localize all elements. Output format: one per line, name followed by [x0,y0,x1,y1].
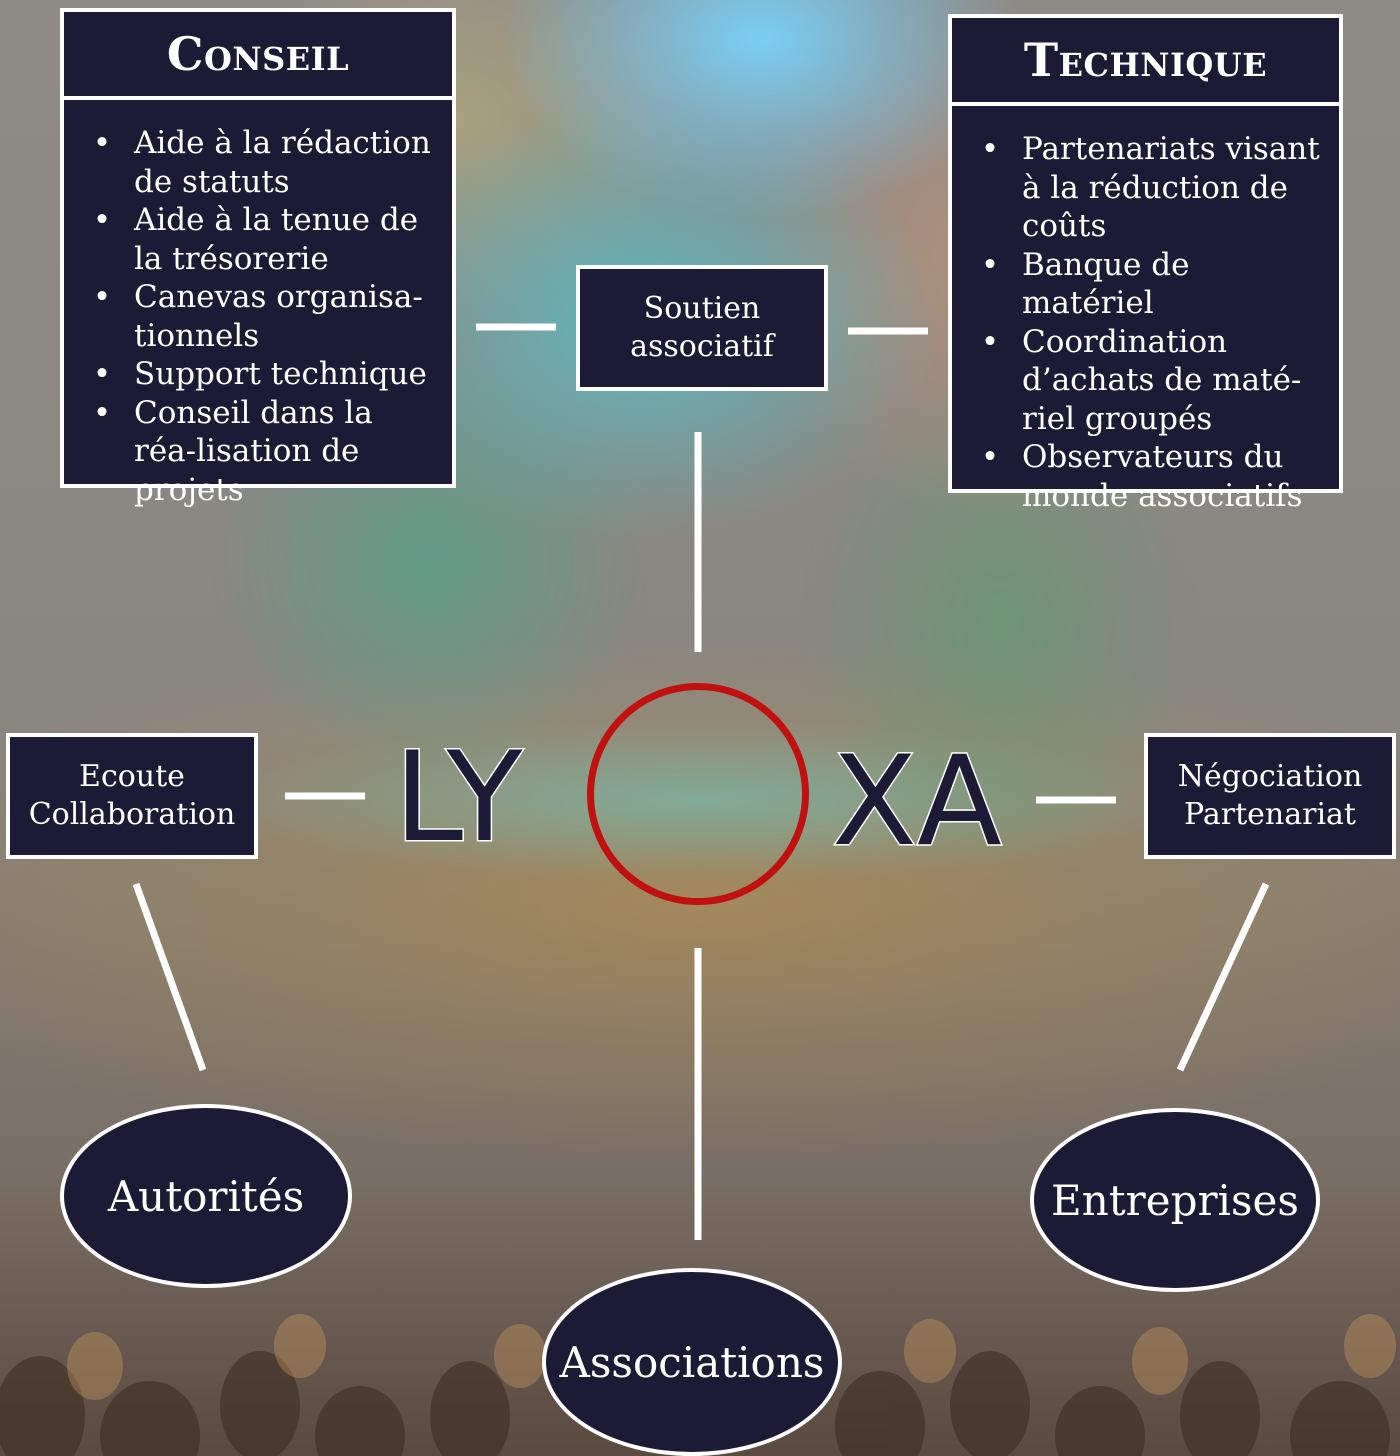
bullet-icon: • [980,323,1000,360]
bullet-icon: • [92,394,112,431]
ecoute-line-2: Collaboration [28,797,236,832]
negociation-partenariat-box: Négociation Partenariat [1144,733,1396,859]
list-item: •Coordination d’achats de maté-riel grou… [980,323,1302,437]
conseil-list: •Aide à la rédaction de statuts •Aide à … [64,100,452,509]
technique-panel: Technique •Partenariats visant à la rédu… [948,14,1343,514]
list-item: •Conseil dans la réa-lisation de projets [92,394,373,508]
soutien-line-1: Soutien [643,291,761,326]
logo-left-letters: LY [392,726,523,870]
ecoute-collaboration-box: Ecoute Collaboration [6,733,258,859]
bullet-icon: • [92,356,112,392]
associations-oval: Associations [542,1268,842,1456]
ecoute-line-1: Ecoute [79,759,185,794]
list-item: •Banque de matériel [980,246,1190,322]
list-item: •Support technique [92,356,427,392]
autorites-oval: Autorités [60,1104,352,1288]
list-item: •Observateurs du monde associatifs [980,439,1303,514]
conseil-title: Conseil [64,12,452,100]
soutien-line-2: associatif [630,329,774,364]
negociation-line-1: Négociation [1177,759,1363,794]
list-item: •Canevas organisa-tionnels [92,279,423,354]
soutien-associatif-box: Soutien associatif [576,265,828,391]
list-item: •Aide à la tenue de la trésorerie [92,202,419,277]
logo-red-ring [587,683,809,905]
connector-autorites [132,882,207,1072]
bullet-icon: • [92,202,112,238]
bullet-icon: • [92,279,112,315]
conseil-panel: Conseil •Aide à la rédaction de statuts … [60,8,456,508]
negociation-line-2: Partenariat [1184,797,1356,832]
list-item: •Partenariats visant à la réduction de c… [980,131,1320,244]
crowd-silhouettes [0,1314,1396,1456]
technique-list: •Partenariats visant à la réduction de c… [952,106,1339,515]
list-item: •Aide à la rédaction de statuts [92,125,431,200]
technique-title: Technique [952,18,1339,106]
bullet-icon: • [92,125,112,161]
connector-entreprises [1176,882,1270,1072]
bullet-icon: • [980,131,1000,167]
entreprises-oval: Entreprises [1030,1108,1320,1292]
bullet-icon: • [980,246,1000,283]
bullet-icon: • [980,439,1000,475]
logo-right-letters: XA [831,730,1004,874]
